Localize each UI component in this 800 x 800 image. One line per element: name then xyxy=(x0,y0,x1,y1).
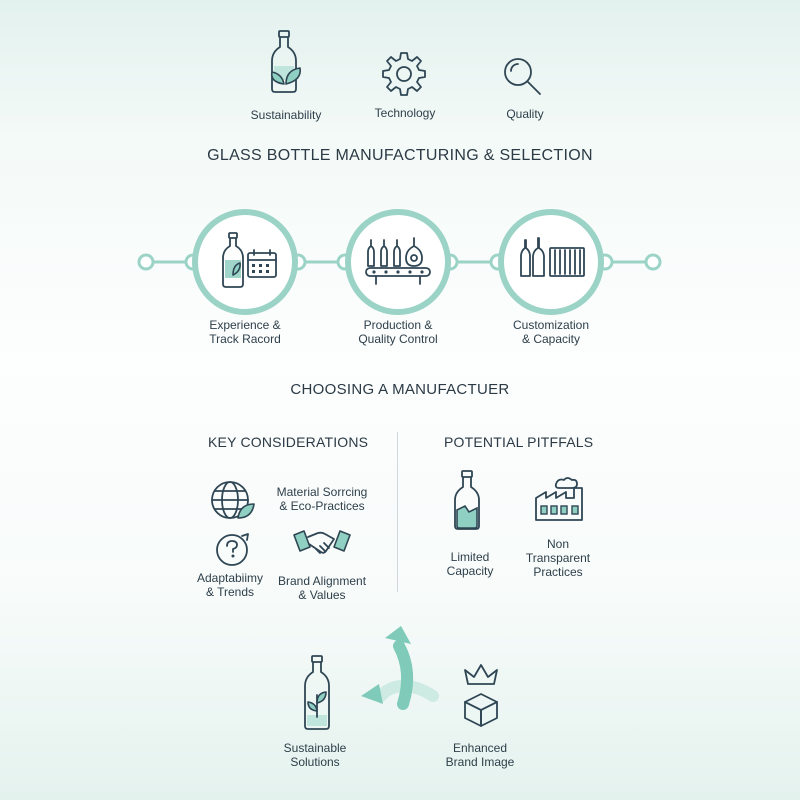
top-label-quality: Quality xyxy=(506,107,544,121)
process-ring-3 xyxy=(498,209,604,315)
potential-pitfalls-heading: POTENTIAL PITFFALS xyxy=(444,434,594,450)
section-title: CHOOSING A MANUFACTUER xyxy=(290,381,510,398)
top-icon-technology xyxy=(380,50,428,98)
process-label-customization: Customization & Capacity xyxy=(512,318,590,346)
cycle-arrows xyxy=(355,624,445,714)
bottle-calendar-icon xyxy=(222,232,277,288)
consideration-label-brand: Brand Alignment & Values xyxy=(277,574,367,602)
outcome-label-sustainable: Sustainable Solutions xyxy=(283,741,347,769)
bottle-sprout-icon xyxy=(302,655,332,731)
consideration-label-material: Material Sorrcing & Eco-Practices xyxy=(276,485,368,513)
factory-smoke-icon xyxy=(534,476,586,522)
consideration-label-adaptability: Adaptabiimy & Trends xyxy=(196,571,264,599)
handshake-icon xyxy=(292,527,352,563)
connector-node xyxy=(137,253,155,271)
process-label-production: Production & Quality Control xyxy=(358,318,438,346)
top-label-technology: Technology xyxy=(374,106,436,120)
connector-node xyxy=(644,253,662,271)
process-label-experience: Experience & Track Racord xyxy=(209,318,281,346)
crown-box-icon xyxy=(460,662,502,728)
conveyor-bottles-icon xyxy=(365,237,431,285)
top-icon-quality xyxy=(500,54,544,98)
process-connector xyxy=(137,209,662,315)
key-considerations-heading: KEY CONSIDERATIONS xyxy=(208,434,369,450)
question-refresh-icon xyxy=(214,530,254,570)
gear-icon xyxy=(382,52,426,96)
outcome-label-brand: Enhanced Brand Image xyxy=(445,741,515,769)
top-label-sustainability: Sustainability xyxy=(250,108,322,122)
pitfall-label-capacity: Limited Capacity xyxy=(446,550,494,578)
main-title: GLASS BOTTLE MANUFACTURING & SELECTION xyxy=(207,147,593,164)
bottle-leaf-icon xyxy=(270,30,302,93)
magnifier-icon xyxy=(504,58,541,95)
cracked-bottle-icon xyxy=(452,470,482,532)
process-ring-2 xyxy=(345,209,451,315)
process-ring-1 xyxy=(192,209,298,315)
pitfall-label-transparency: Non Transparent Practices xyxy=(525,537,591,579)
bottles-container-icon xyxy=(520,237,585,277)
globe-leaf-icon xyxy=(208,478,258,522)
top-icon-sustainability xyxy=(262,30,310,94)
column-divider xyxy=(397,432,398,592)
